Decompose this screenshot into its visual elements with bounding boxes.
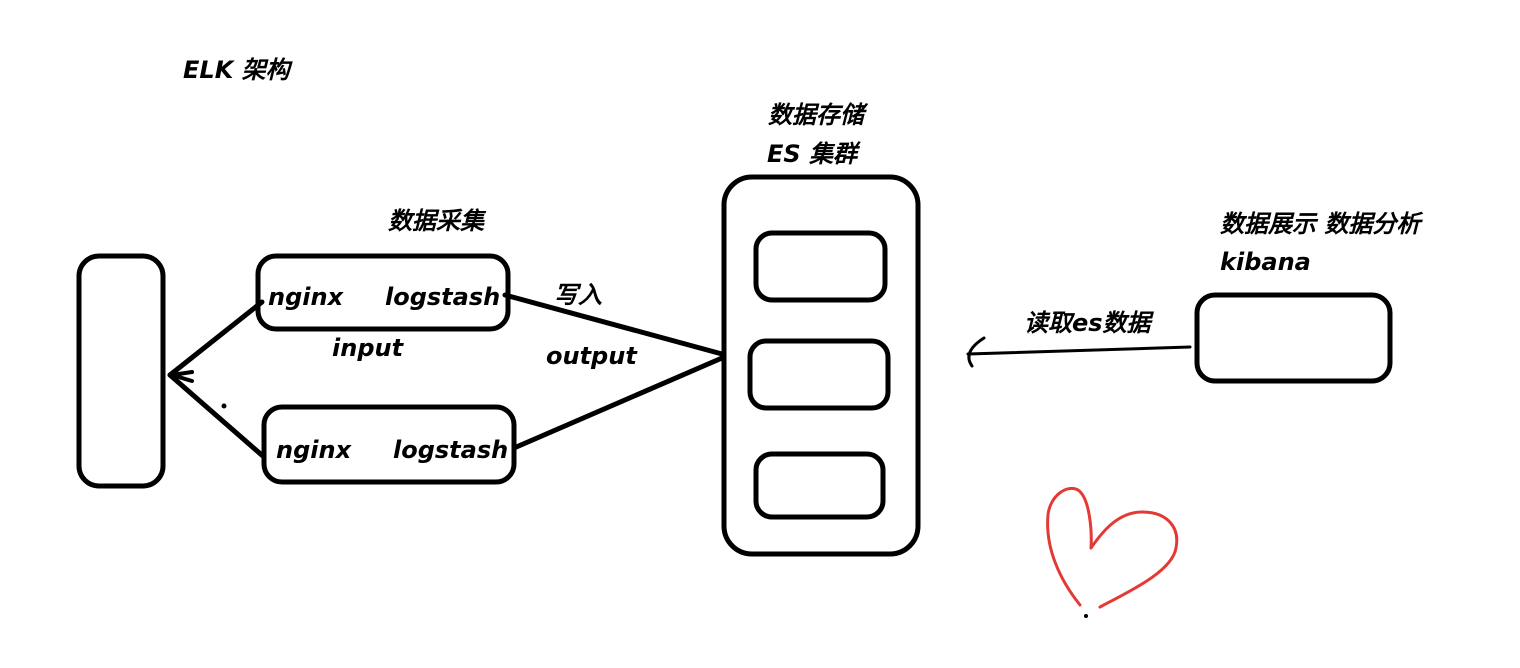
es-node-2 <box>747 338 891 411</box>
line-node1-to-es <box>502 292 725 357</box>
write-label: 写入 <box>554 281 602 309</box>
es-node-3 <box>753 451 886 520</box>
display-label: 数据展示 数据分析 <box>1220 210 1421 238</box>
kibana-label: kibana <box>1220 248 1311 276</box>
arrow-node1-to-source <box>167 299 265 378</box>
arrow-node2-to-source <box>167 372 267 460</box>
source-box <box>76 253 166 489</box>
arrowhead-source <box>170 370 194 383</box>
node2-nginx-label: nginx <box>276 436 352 464</box>
collection-label: 数据采集 <box>388 207 484 235</box>
output-label: output <box>546 342 637 370</box>
node2-logstash-label: logstash <box>393 436 509 464</box>
stray-dot <box>221 403 227 409</box>
arrowhead-es <box>967 336 986 368</box>
storage-label: 数据存储 <box>768 101 864 129</box>
logstash-node-1-box <box>255 253 511 332</box>
es-cluster-box <box>721 174 921 557</box>
heart-doodle <box>1046 487 1179 609</box>
es-cluster-label: ES 集群 <box>767 140 858 168</box>
diagram-title: ELK 架构 <box>183 56 290 84</box>
read-label: 读取es数据 <box>1024 309 1151 337</box>
node1-nginx-label: nginx <box>268 283 344 311</box>
kibana-box <box>1194 292 1393 384</box>
line-node2-to-es <box>511 355 725 451</box>
es-node-1 <box>753 230 888 303</box>
logstash-node-2-box <box>261 404 517 485</box>
input-label: input <box>332 334 404 362</box>
arrow-kibana-to-es <box>966 345 1192 356</box>
heart-dot <box>1084 614 1088 618</box>
node1-logstash-label: logstash <box>385 283 501 311</box>
